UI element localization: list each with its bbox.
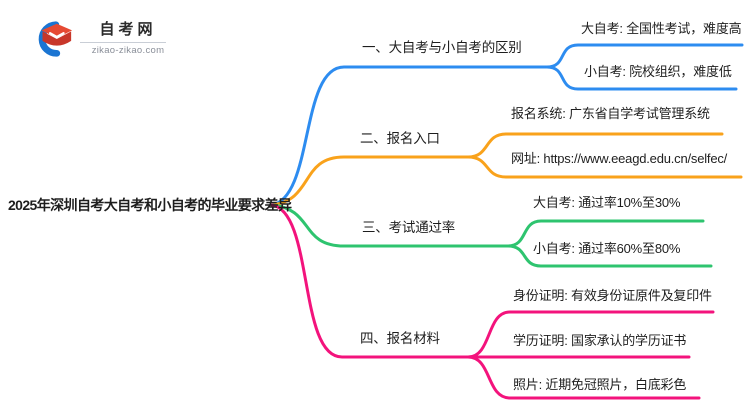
- branch4-leaf2: 学历证明: 国家承认的学历证书: [513, 333, 687, 348]
- branch3-label: 三、考试通过率: [362, 220, 456, 235]
- branch3-leaf1: 大自考: 通过率10%至30%: [533, 195, 681, 210]
- branch4-child3-line: [466, 355, 701, 400]
- branch3-child2-line: [506, 244, 713, 268]
- branch4-child1-line: [466, 310, 715, 359]
- site-name: 自考网: [99, 21, 157, 38]
- branch1-child2-line: [545, 65, 738, 91]
- branch4-label: 四、报名材料: [360, 331, 440, 346]
- branch1-main-line: [270, 65, 549, 207]
- central-topic: 2025年深圳自考大自考和小自考的毕业要求差异: [8, 197, 292, 213]
- branch1-leaf2: 小自考: 院校组织，难度低: [584, 64, 732, 79]
- branch2-leaf2: 网址: https://www.eeagd.edu.cn/selfec/: [511, 151, 728, 166]
- branch2-main-line: [270, 155, 470, 207]
- site-domain: zikao-zikao.com: [91, 45, 165, 56]
- branch2-leaf1: 报名系统: 广东省自学考试管理系统: [511, 106, 710, 121]
- branch3-leaf2: 小自考: 通过率60%至80%: [533, 241, 681, 256]
- branch2-child2-line: [466, 155, 743, 179]
- branch4-main-line: [270, 203, 470, 359]
- site-logo: 自考网 zikao-zikao.com: [30, 14, 180, 62]
- branch1-label: 一、大自考与小自考的区别: [362, 40, 522, 55]
- logo-text-block: 自考网 zikao-zikao.com: [80, 18, 176, 56]
- branch3-child1-line: [506, 219, 705, 248]
- branch1-leaf1: 大自考: 全国性考试，难度高: [581, 21, 742, 36]
- branch4-leaf3: 照片: 近期免冠照片，白底彩色: [513, 377, 687, 392]
- graduation-cap-icon: [38, 21, 73, 57]
- branch2-label: 二、报名入口: [360, 131, 440, 146]
- branch3-main-line: [270, 203, 510, 248]
- branch4-leaf1: 身份证明: 有效身份证原件及复印件: [513, 288, 712, 303]
- logo-divider: [80, 42, 166, 43]
